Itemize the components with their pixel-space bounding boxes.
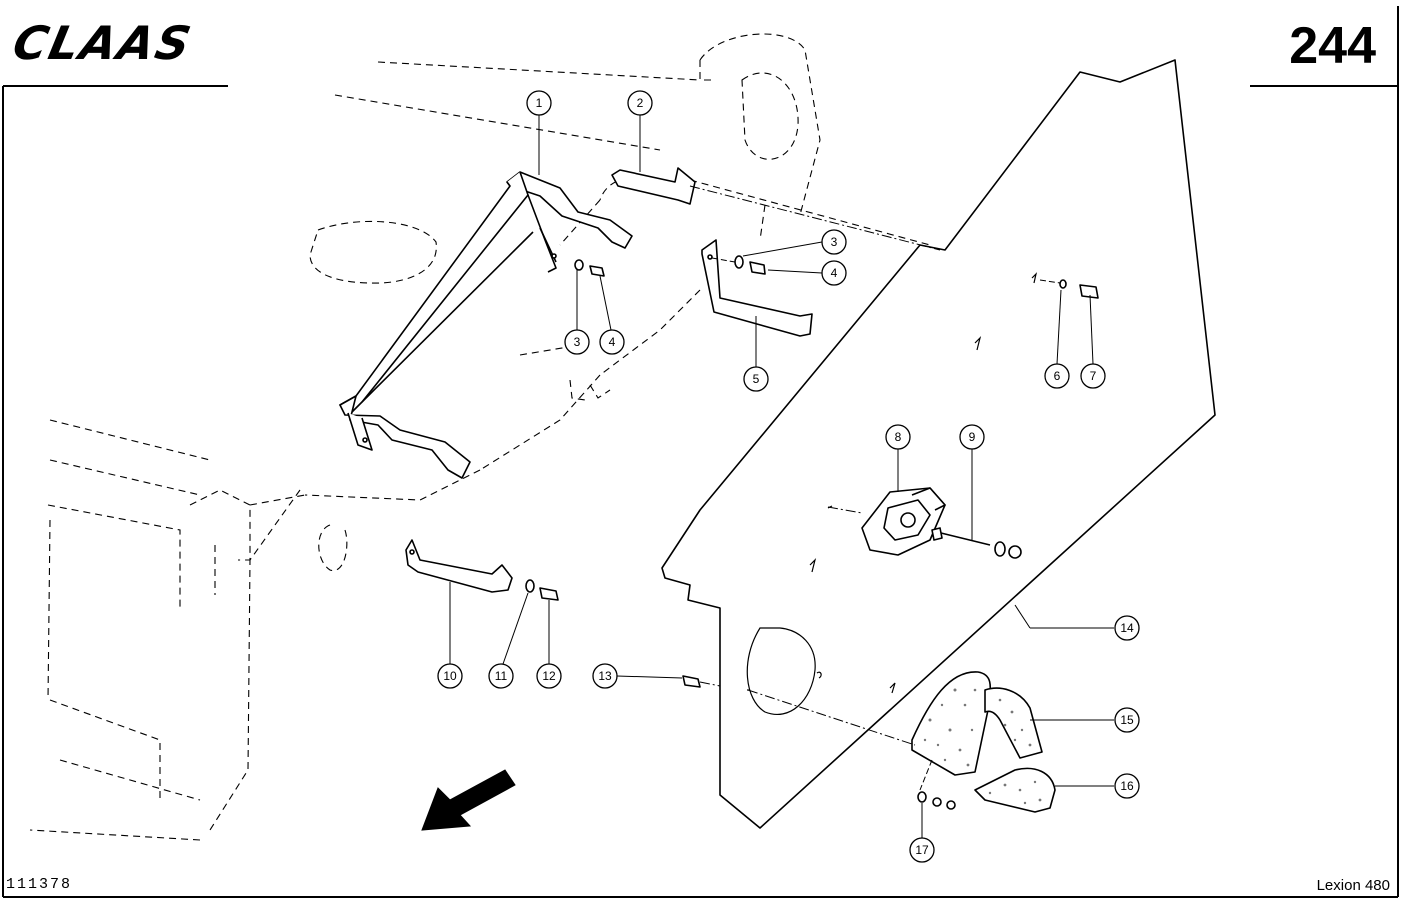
support-frame [339,171,633,479]
assembly-lines [689,185,1061,791]
callout: 3 [564,329,590,355]
callout: 17 [909,837,935,863]
svg-text:8: 8 [895,430,902,444]
callout: 1 [526,90,552,116]
upper-bracket [611,167,696,205]
svg-text:13: 13 [598,669,612,683]
svg-text:17: 17 [915,843,929,857]
svg-text:4: 4 [831,266,838,280]
callout: 2 [627,90,653,116]
svg-text:16: 16 [1120,779,1134,793]
svg-text:10: 10 [443,669,457,683]
svg-text:3: 3 [831,235,838,249]
bearing-housing [861,487,946,556]
callout: 9 [959,424,985,450]
svg-text:7: 7 [1090,369,1097,383]
callout: 4 [599,329,625,355]
callout: 5 [743,366,769,392]
leader-lines [449,115,1114,838]
model-name: Lexion 480 [1316,877,1390,894]
long-bolt [931,527,1022,559]
side-panel [661,59,1216,829]
svg-text:9: 9 [969,430,976,444]
svg-text:4: 4 [609,335,616,349]
svg-text:3: 3 [574,335,581,349]
shield-texture [923,688,1042,805]
svg-text:15: 15 [1120,713,1134,727]
callout: 6 [1044,363,1070,389]
drawing-number: 111378 [6,876,73,893]
callout: 3 [821,229,847,255]
lower-bracket [405,539,513,593]
svg-text:12: 12 [542,669,556,683]
svg-text:1: 1 [536,96,543,110]
svg-text:11: 11 [495,669,508,683]
callout: 15 [1114,707,1140,733]
angle-bracket [701,239,813,337]
page-number: 244 [1289,17,1376,75]
svg-text:5: 5 [753,372,760,386]
mud-shields [911,671,1056,813]
callout: 11 [488,663,514,689]
machine-outline [29,33,931,841]
svg-text:6: 6 [1054,369,1061,383]
arrow-down-left-icon [421,769,516,831]
page-frame [2,6,1399,898]
panel-hole-small [974,336,982,351]
callout: 4 [821,260,847,286]
svg-text:2: 2 [637,96,644,110]
panel-hole-small [809,558,817,573]
callout: 16 [1114,773,1140,799]
panel-hole [746,627,816,715]
callout: 12 [536,663,562,689]
callout: 8 [885,424,911,450]
callout: 13 [592,663,618,689]
callout: 14 [1114,615,1140,641]
callout: 10 [437,663,463,689]
panel-hole-small [889,682,896,694]
fasteners [525,255,1099,810]
svg-text:14: 14 [1120,621,1134,635]
callout: 7 [1080,363,1106,389]
panel-hole-small [816,671,822,679]
